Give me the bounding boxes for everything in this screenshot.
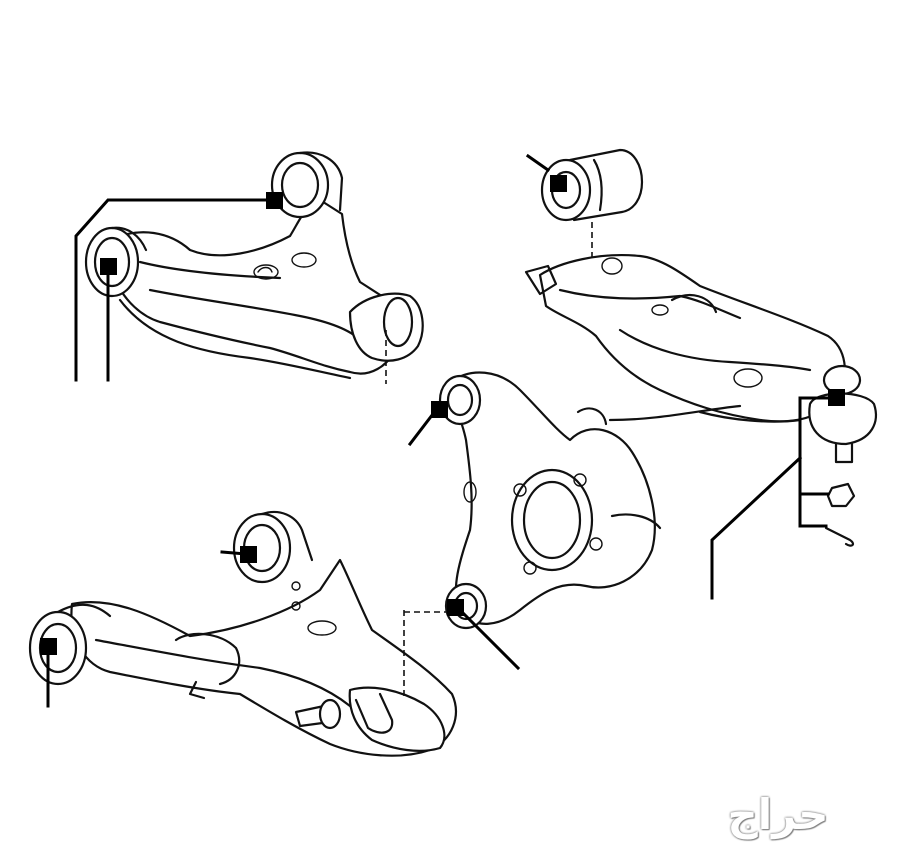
bushing-part	[525, 148, 644, 284]
callout-leader-balljoint	[798, 396, 830, 528]
callout-marker-knuckle-upper	[431, 401, 448, 418]
steering-knuckle	[407, 371, 662, 671]
upper-control-arm	[84, 151, 424, 384]
callout-marker-balljoint	[828, 389, 845, 406]
callout-marker-lower-rear	[240, 546, 257, 563]
upper-arm-callouts	[74, 192, 283, 382]
callout-marker-lower-front	[40, 638, 57, 655]
callout-marker-upper-rear	[266, 192, 283, 209]
callout-leader-knuckle-lower	[461, 611, 521, 671]
lower-control-arm-left	[28, 510, 457, 757]
callout-marker-bushing	[550, 175, 567, 192]
callout-leader-upper-rear	[74, 198, 277, 382]
haraj-watermark: حراج	[662, 790, 894, 840]
watermark-text: حراج	[727, 790, 829, 839]
callout-leader-bushing	[525, 153, 551, 173]
callout-marker-upper-front	[100, 258, 117, 275]
lower-control-arm-right	[524, 254, 877, 600]
callout-marker-knuckle-lower	[447, 599, 464, 616]
